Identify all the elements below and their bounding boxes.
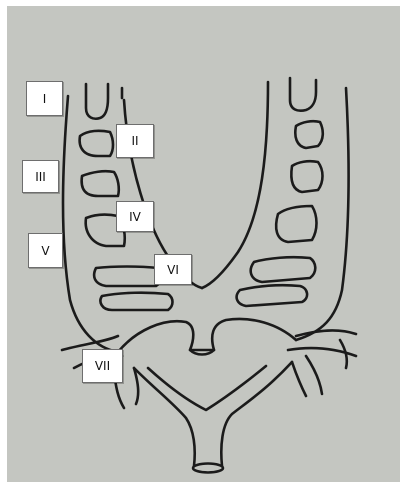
label-vii: VII xyxy=(82,349,123,383)
label-ii: II xyxy=(116,124,154,158)
label-v: V xyxy=(28,233,63,268)
label-iii: III xyxy=(22,160,59,193)
paper-background xyxy=(7,6,400,482)
label-iv: IV xyxy=(116,201,154,232)
label-i: I xyxy=(26,81,63,116)
label-vi: VI xyxy=(154,254,192,285)
